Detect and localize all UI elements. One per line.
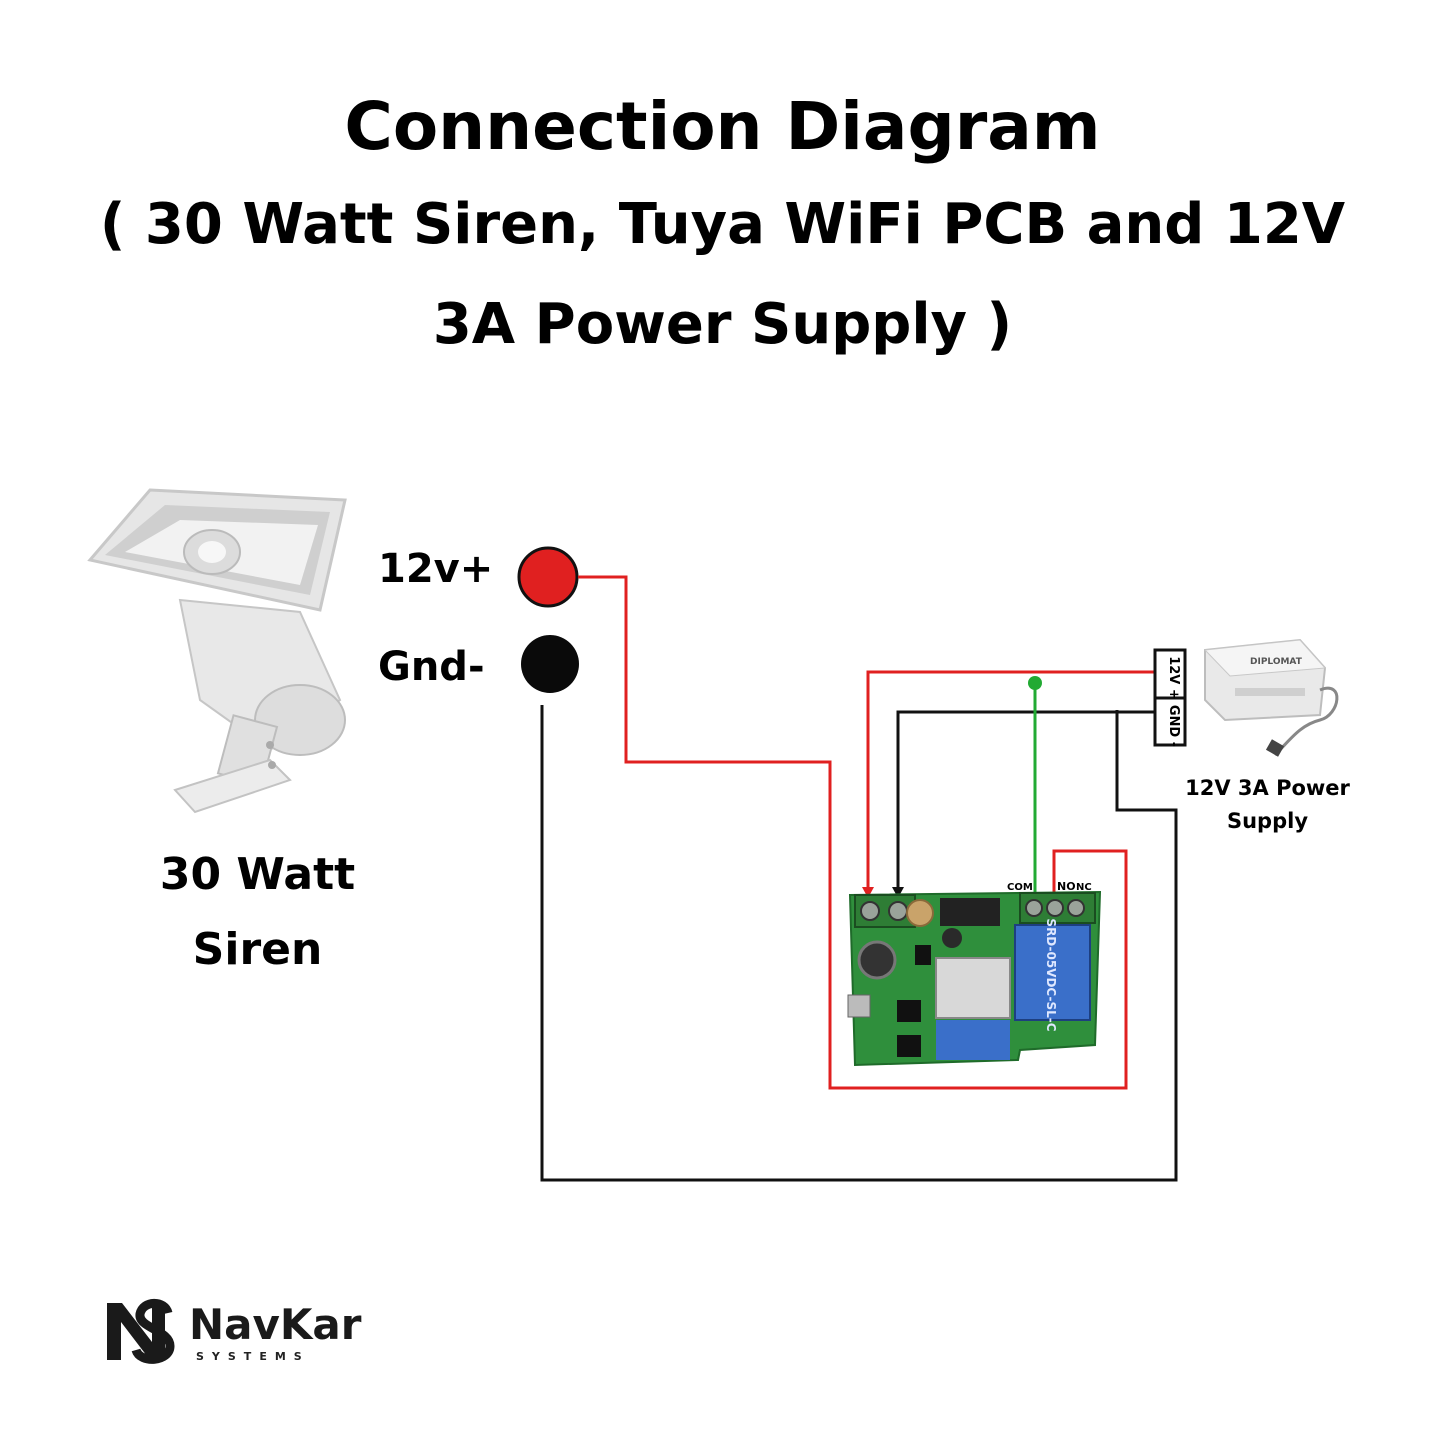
siren-caption: 30 Watt Siren	[120, 838, 395, 988]
psu-caption-line1: 12V 3A Power	[1185, 776, 1350, 800]
ground-terminal-dot	[521, 635, 579, 693]
wire-siren-positive	[578, 575, 1128, 1090]
svg-text:SRD-05VDC-SL-C: SRD-05VDC-SL-C	[1044, 918, 1058, 1031]
nc-terminal-label: NC	[1076, 882, 1092, 893]
logo-name: NavKar	[189, 1300, 362, 1349]
power-supply-caption: 12V 3A Power Supply	[1180, 772, 1355, 837]
com-terminal-label: COM	[1007, 882, 1033, 893]
psu-caption-line2: Supply	[1226, 808, 1309, 833]
diagram-title: Connection Diagram	[344, 88, 1101, 165]
com-junction	[1028, 676, 1042, 690]
wire-supply-ground	[896, 710, 1155, 895]
wire-supply-positive	[866, 670, 1155, 895]
positive-terminal-dot	[517, 546, 579, 608]
diagram-subtitle-line2: 3A Power Supply )	[432, 292, 1013, 357]
psu-ground-label: GND -	[1166, 705, 1181, 747]
psu-brand: DIPLOMAT	[1250, 657, 1303, 667]
logo-subtitle: SYSTEMS	[196, 1350, 310, 1363]
siren-caption-line1: 30 Watt	[159, 849, 356, 900]
siren-caption-line2: Siren	[192, 923, 323, 975]
navkar-logo-mark	[107, 1298, 175, 1364]
siren-ground-label: Gnd-	[378, 644, 485, 690]
diagram-subtitle-line1: ( 30 Watt Siren, Tuya WiFi PCB and 12V	[99, 192, 1346, 257]
tuya-relay-board: SRD-05VDC-SL-C	[847, 890, 1102, 1067]
siren-positive-label: 12v+	[378, 546, 494, 592]
psu-positive-label: 12V +	[1166, 656, 1181, 700]
psu-terminal-box: 12V + GND -	[1153, 648, 1187, 747]
power-supply-image: DIPLOMAT	[1203, 638, 1339, 757]
no-terminal-label: NO	[1057, 880, 1076, 893]
wire-siren-ground	[540, 705, 1178, 1182]
siren-image	[87, 488, 347, 814]
